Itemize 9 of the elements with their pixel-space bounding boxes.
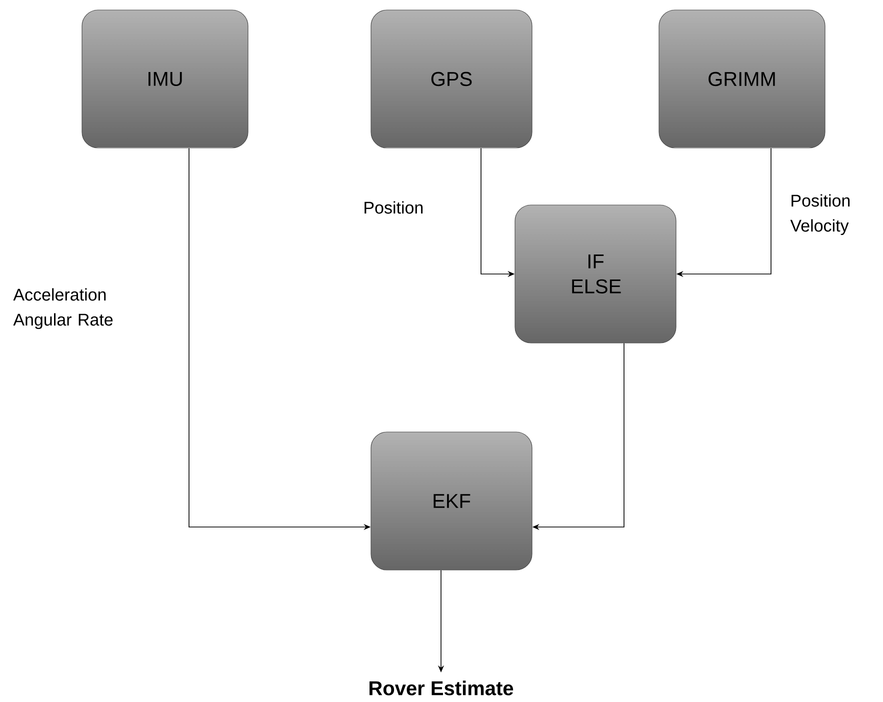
edge-label: Acceleration Angular Rate xyxy=(13,288,113,330)
process-box: IMU xyxy=(82,10,248,148)
edge-label: Position xyxy=(364,201,423,214)
edge-label: Position Velocity xyxy=(790,194,850,236)
process-box: EKF xyxy=(370,432,532,570)
output-label: Rover Estimate xyxy=(370,680,514,696)
process-box: GPS xyxy=(370,10,532,148)
process-box: IF ELSE xyxy=(514,204,676,344)
process-box: GRIMM xyxy=(658,10,826,148)
